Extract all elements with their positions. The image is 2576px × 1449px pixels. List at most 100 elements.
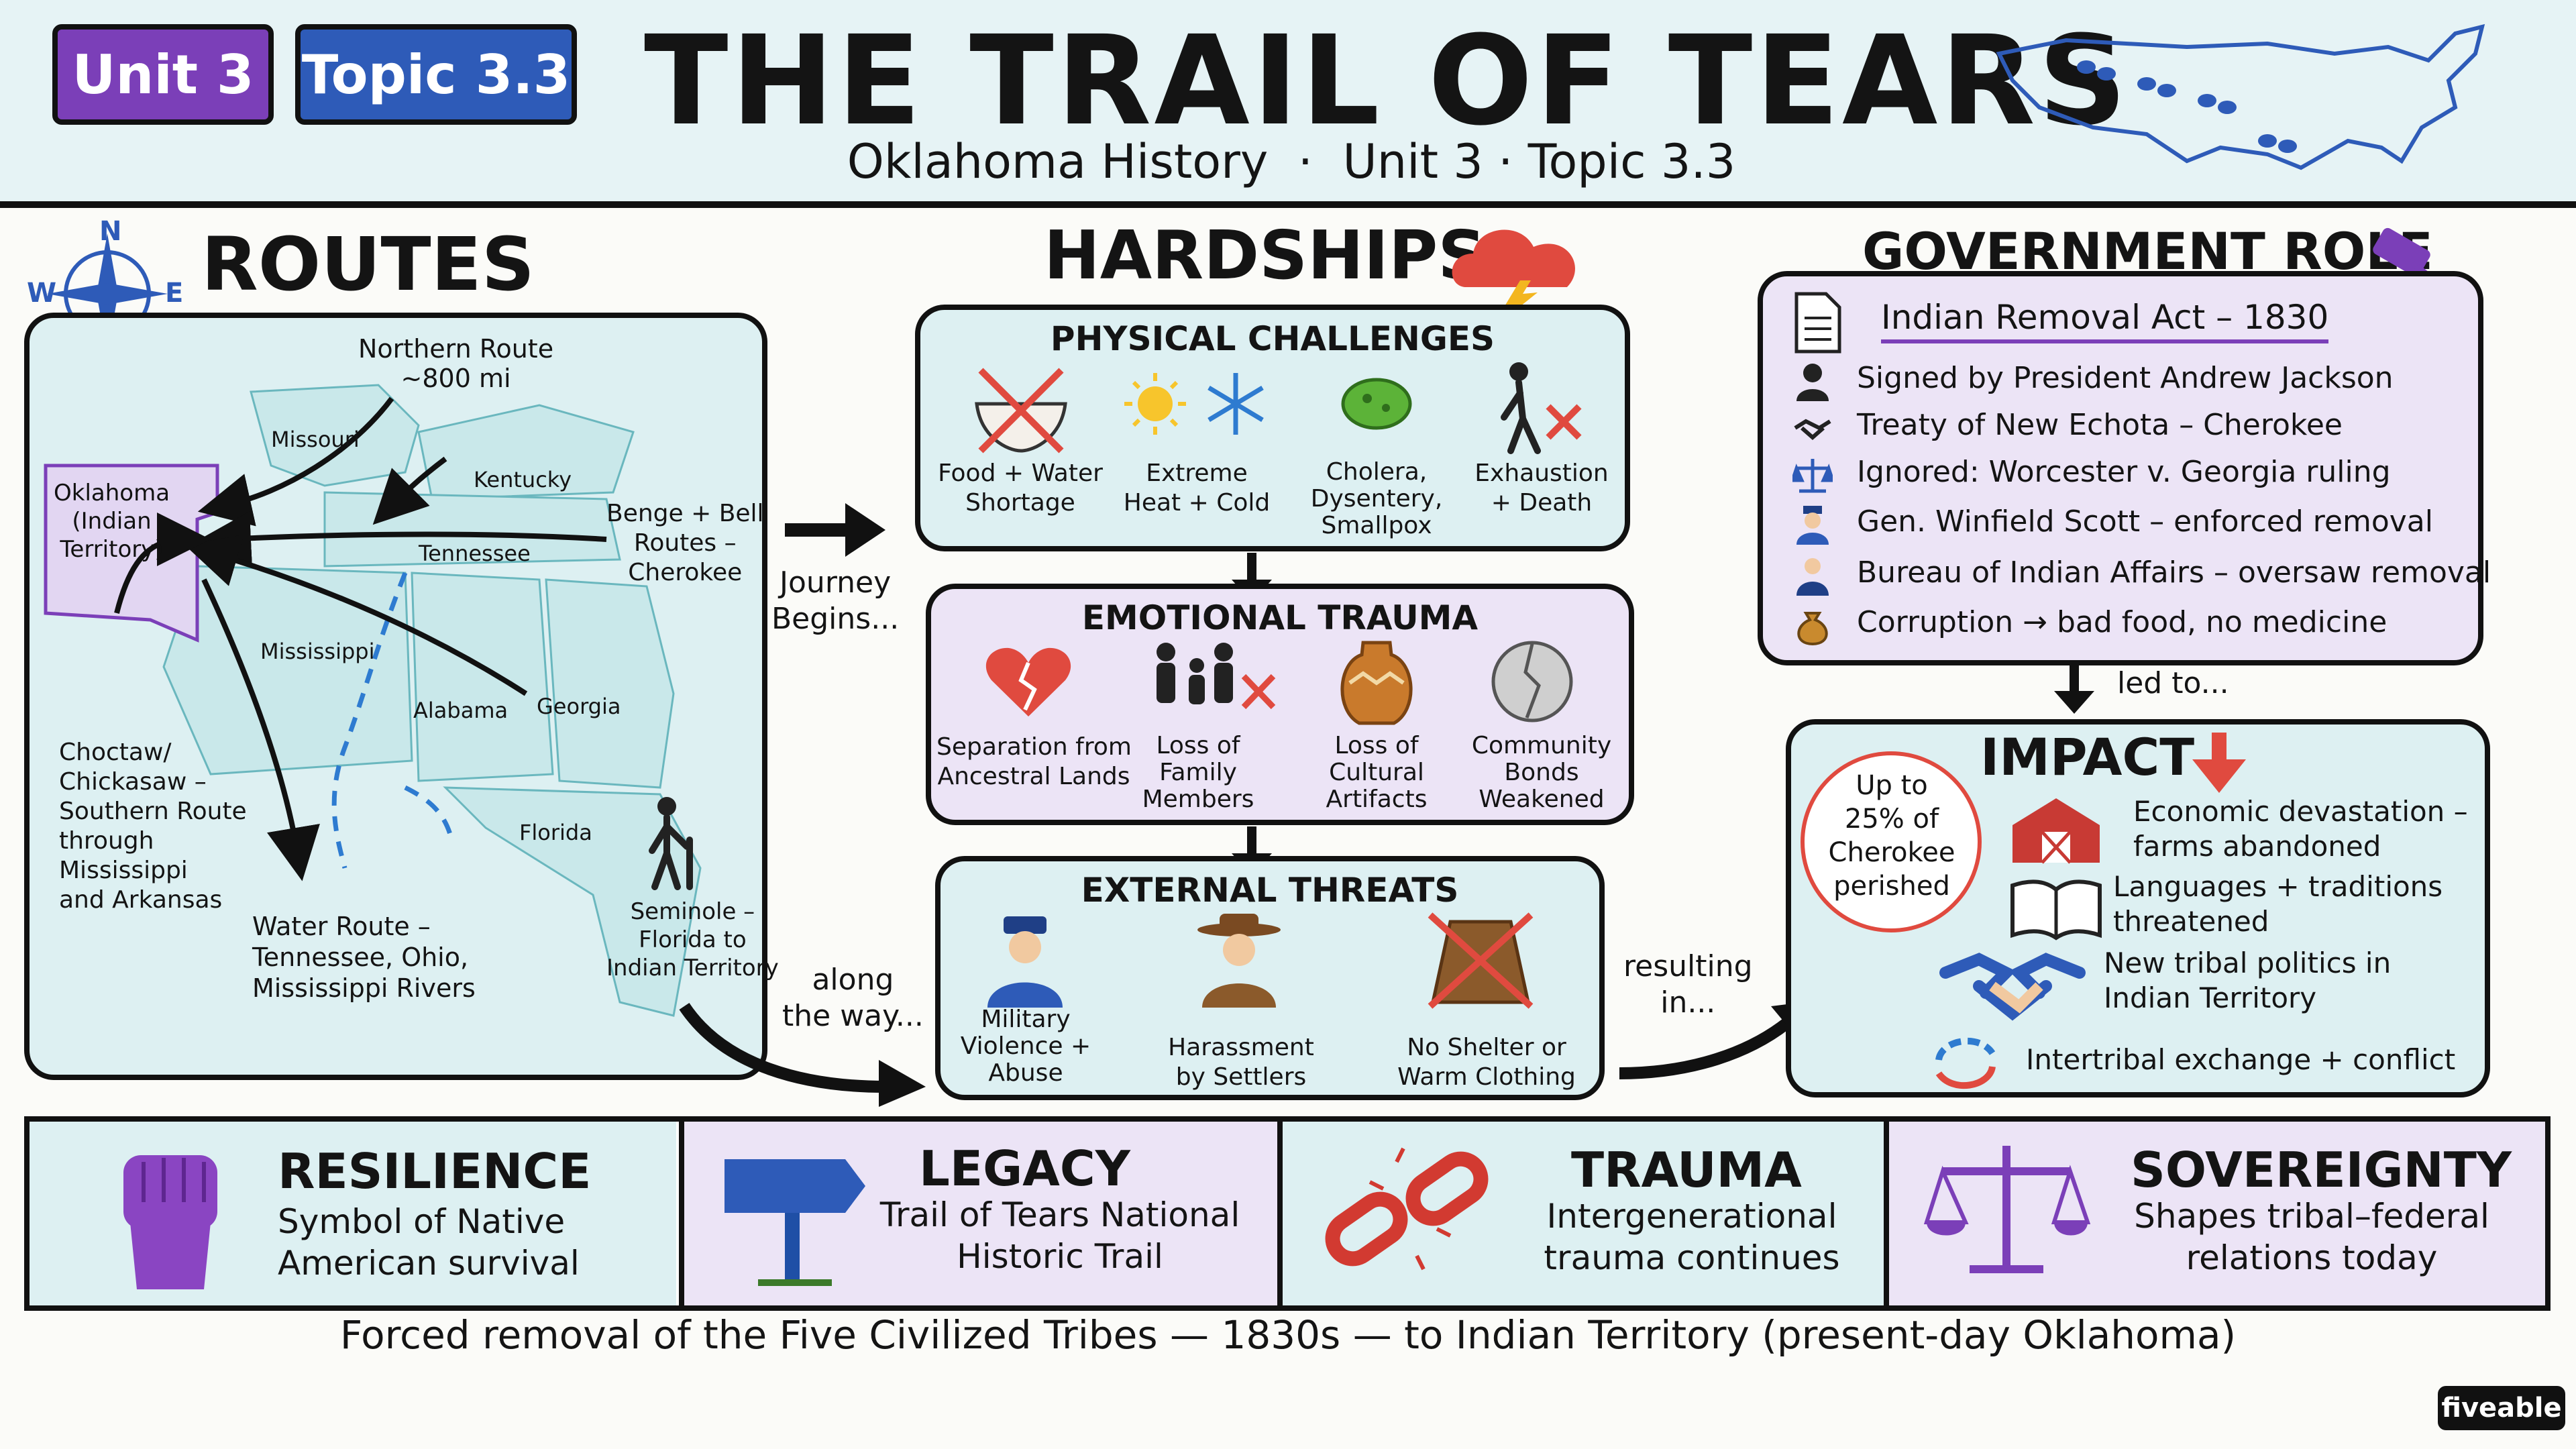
along-arrow-icon [679,1002,926,1107]
gov-item-bureau-text: Bureau of Indian Affairs – oversaw remov… [1857,555,2491,590]
journey-begins-label: Journey Begins... [771,566,900,636]
gov-item-jackson-text: Signed by President Andrew Jackson [1857,361,2394,395]
empty-bowl-icon [975,368,1067,453]
theme-resilience: RESILIENCE Symbol of Native American sur… [30,1122,676,1305]
state-label-kentucky: Kentucky [474,467,572,492]
along-the-way-label: along the way... [782,963,924,1033]
page-subtitle: Oklahoma History · Unit 3 · Topic 3.3 [847,134,1736,189]
header-band: Unit 3 Topic 3.3 THE TRAIL OF TEARS Okla… [0,0,2576,208]
theme-sovereignty-text: Shapes tribal–federal relations today [2134,1197,2489,1277]
gov-item-treaty-text: Treaty of New Echota – Cherokee [1857,408,2343,442]
exchange-arrows-icon [1935,1037,1996,1089]
exhausted-walker-icon [1501,362,1582,454]
physical-item-weather: Extreme Heat + Cold [1123,460,1271,517]
compass-n: N [99,216,122,247]
external-item-shelter: No Shelter or Warm Clothing [1397,1034,1576,1091]
gov-item-bureau: Bureau of Indian Affairs – oversaw remov… [1763,551,2491,600]
state-label-tennessee: Tennessee [419,541,531,566]
external-threats-panel: EXTERNAL THREATS Military Violence + Abu… [935,856,1605,1100]
state-label-florida: Florida [519,820,592,845]
gov-item-corruption: Corruption → bad food, no medicine [1763,601,2478,649]
page-title: THE TRAIL OF TEARS [644,9,2130,153]
general-icon [1796,506,1829,545]
emotional-trauma-panel: EMOTIONAL TRAUMA Separation from Ancestr… [926,584,1634,825]
emotional-item-community: Community Bonds Weakened [1471,732,1612,813]
state-label-mississippi: Mississippi [260,639,375,664]
theme-legacy: LEGACY Trail of Tears National Historic … [679,1122,1277,1305]
scales-small-icon [1792,459,1833,493]
signpost-icon [724,1159,865,1286]
emotional-item-artifacts: Loss of Cultural Artifacts [1326,732,1428,813]
gov-item-corruption-text: Corruption → bad food, no medicine [1857,605,2387,639]
physical-challenges-panel: PHYSICAL CHALLENGES Food + Water Shortag… [915,305,1630,551]
raised-fist-icon [123,1155,217,1289]
germ-icon [1341,378,1412,430]
president-icon [1796,364,1829,401]
emotional-item-family: Loss of Family Members [1142,732,1254,813]
scales-of-justice-icon [1923,1146,2090,1273]
northern-route-label: Northern Route ~800 mi [358,334,554,393]
gov-item-scott: Gen. Winfield Scott – enforced removal [1763,500,2478,549]
theme-trauma: TRAUMA Intergenerational trauma continue… [1277,1122,1884,1305]
soldier-icon [987,916,1063,1008]
open-book-icon [2010,879,2102,941]
led-to-label: led to... [2117,666,2229,700]
theme-trauma-title: TRAUMA [1571,1142,1802,1198]
gov-item-treaty: Treaty of New Echota – Cherokee [1763,404,2478,452]
broken-chain-icon [1325,1147,1489,1271]
pottery-icon [1340,641,1413,725]
official-icon [1796,558,1829,596]
theme-sovereignty: SOVEREIGNTY Shapes tribal–federal relati… [1884,1122,2545,1305]
physical-challenges-title: PHYSICAL CHALLENGES [1050,319,1495,358]
hardships-title: HARDSHIPS [1044,216,1487,294]
impact-item-intertribal-text: Intertribal exchange + conflict [2026,1043,2456,1076]
state-label-georgia: Georgia [537,694,621,719]
gov-item-worcester-text: Ignored: Worcester v. Georgia ruling [1857,455,2391,489]
theme-legacy-title: LEGACY [919,1140,1130,1197]
sun-snowflake-icon [1124,373,1264,435]
routes-map [44,384,702,1017]
resulting-in-label: resulting in... [1623,949,1753,1020]
state-label-alabama: Alabama [413,698,508,723]
journey-arrow-icon [785,503,885,557]
emotional-trauma-title: EMOTIONAL TRAUMA [1081,598,1479,637]
compass-e: E [165,278,184,309]
stat-circle [1801,751,1982,932]
down-red-arrow-icon [2192,733,2246,793]
handshake-icon [1939,953,2086,1021]
choctaw-chickasaw-label: Choctaw/ Chickasaw – Southern Route thro… [59,739,247,914]
theme-trauma-text: Intergenerational trauma continues [1544,1197,1840,1277]
cherokee-stat: Up to 25% of Cherokee perished [1828,770,1955,902]
theme-resilience-text: Symbol of Native American survival [278,1202,580,1283]
broken-heart-icon [985,647,1071,716]
routes-panel: Oklahoma (Indian Territory) Missouri Ken… [24,313,779,1080]
seminole-label: Seminole – Florida to Indian Territory [606,898,779,981]
physical-item-disease: Cholera, Dysentery, Smallpox [1310,458,1443,539]
money-bag-icon [1797,612,1828,645]
family-loss-icon [1157,643,1276,710]
unit-badge: Unit 3 [52,24,274,125]
state-label-missouri: Missouri [271,427,360,452]
storm-cloud-icon [1452,229,1575,314]
impact-panel: IMPACT Up to 25% of Cherokee perished Ec… [1786,719,2490,1097]
gov-item-worcester: Ignored: Worcester v. Georgia ruling [1763,451,2478,499]
physical-item-food: Food + Water Shortage [938,460,1103,517]
compass-w: W [27,278,57,309]
external-item-military: Military Violence + Abuse [960,1006,1091,1087]
usa-map-footprints-icon [1996,23,2485,170]
cracked-stone-icon [1491,641,1573,722]
handshake-small-icon [1794,419,1831,440]
external-threats-title: EXTERNAL THREATS [1081,871,1459,910]
theme-sovereignty-title: SOVEREIGNTY [2131,1142,2512,1198]
benge-bell-label: Benge + Bell Routes – Cherokee [606,500,764,586]
water-route-label: Water Route – Tennessee, Ohio, Mississip… [252,912,476,1003]
theme-resilience-title: RESILIENCE [278,1143,592,1199]
physical-item-exhaustion: Exhaustion + Death [1474,460,1609,517]
document-icon [1794,292,1841,354]
down-arrow-3-icon [2054,664,2094,714]
fiveable-logo: fiveable [2438,1386,2565,1430]
impact-title: IMPACT [1980,727,2195,787]
walker-icon [649,797,693,890]
no-shelter-icon [1428,912,1534,1009]
impact-item-politics-text: New tribal politics in Indian Territory [2104,947,2392,1014]
